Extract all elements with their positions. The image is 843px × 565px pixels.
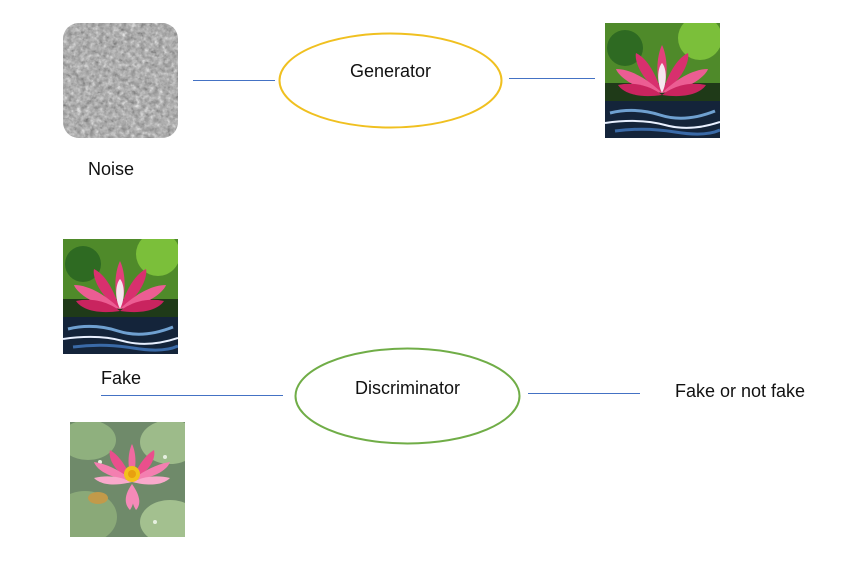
connector-discriminator-output [528, 393, 640, 394]
generated-image [605, 23, 720, 138]
output-label: Fake or not fake [675, 381, 806, 401]
discriminator-label: Discriminator [354, 378, 460, 398]
connector-noise-generator [193, 80, 275, 81]
generator-node: Generator [278, 32, 503, 129]
generator-label: Generator [349, 61, 432, 81]
fake-label: Fake [101, 368, 142, 388]
real-image [70, 422, 185, 537]
fake-image [63, 239, 178, 354]
discriminator-node: Discriminator [294, 347, 521, 445]
noise-image [63, 23, 178, 138]
noise-label: Noise [88, 159, 135, 179]
connector-fake-discriminator [101, 395, 283, 396]
connector-generator-output [509, 78, 595, 79]
